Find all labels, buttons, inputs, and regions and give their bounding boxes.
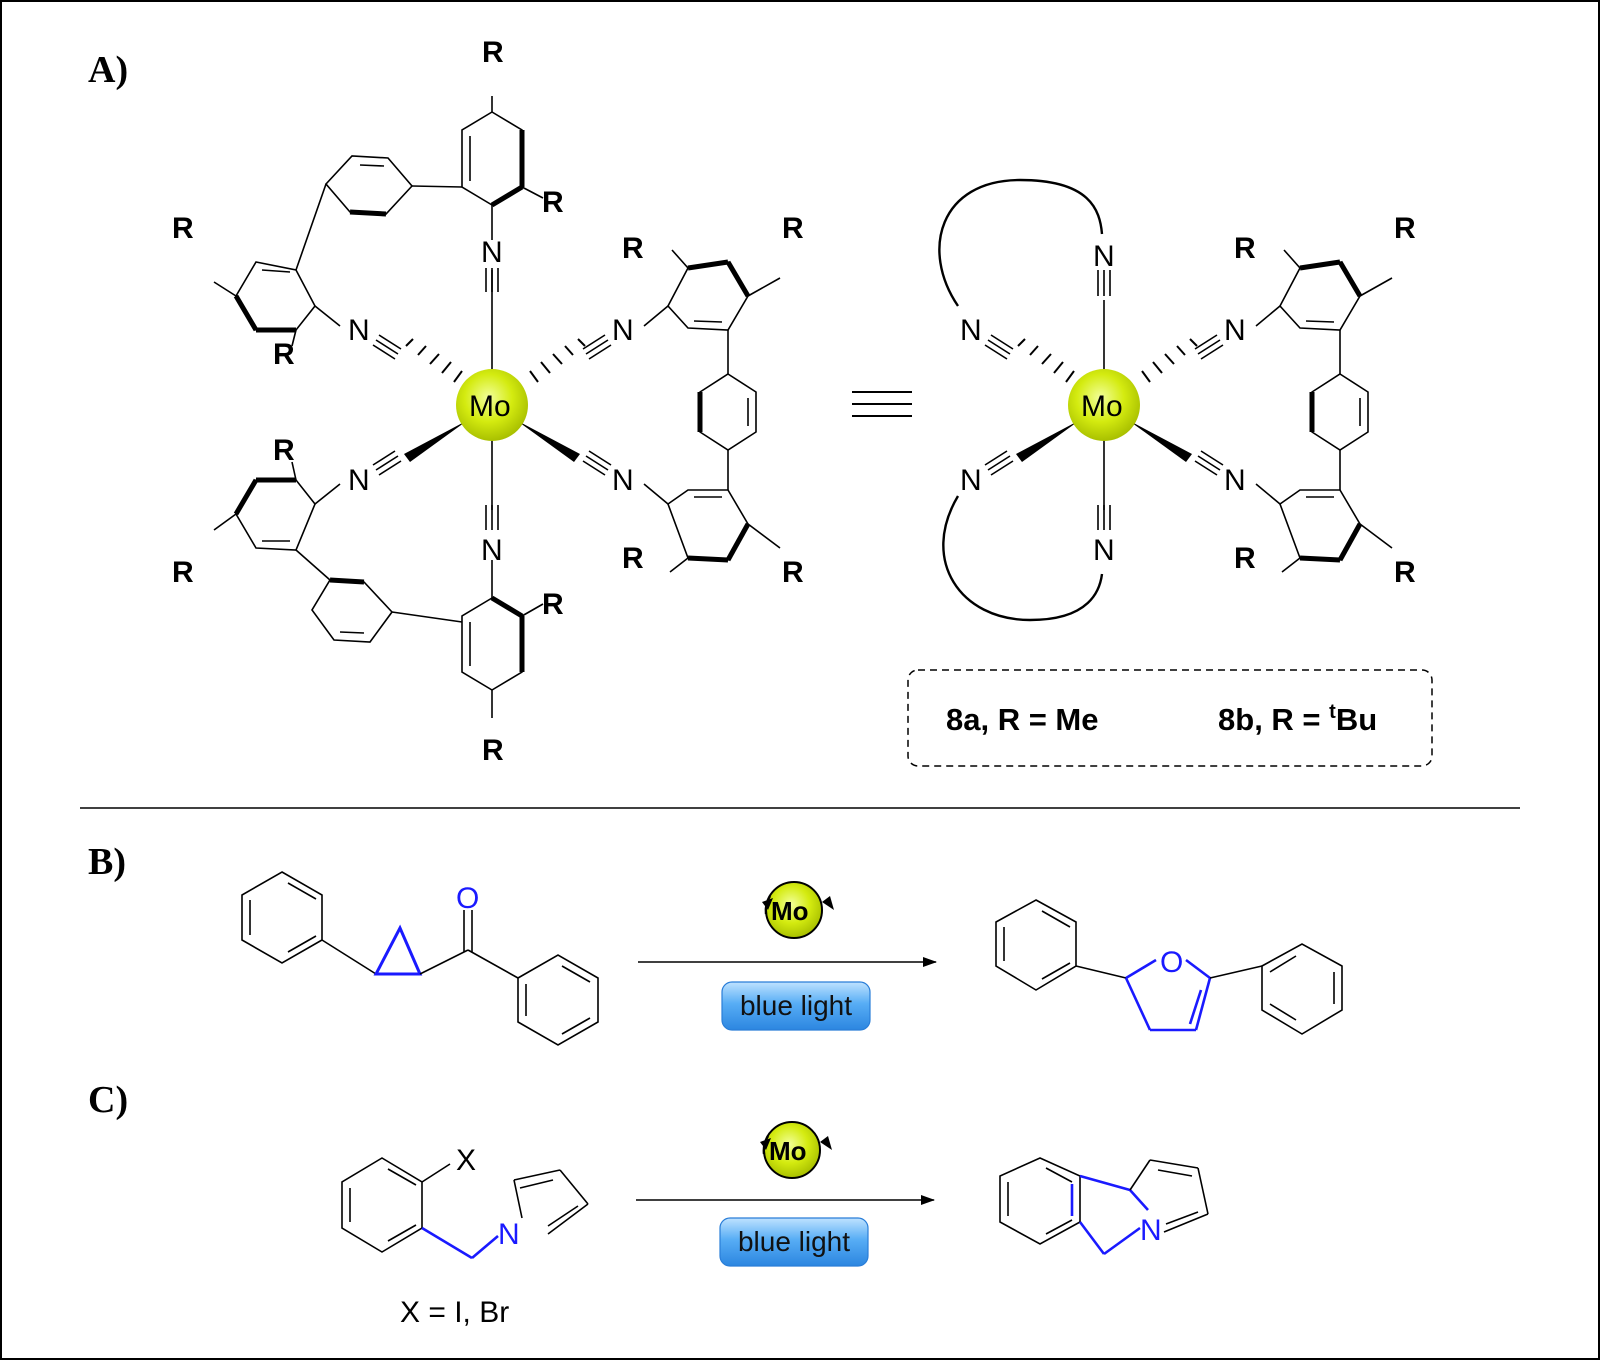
equivalence-sign (852, 391, 912, 417)
r-label: R (172, 212, 194, 245)
r-label: R (273, 338, 295, 371)
condition-badge-c (719, 1217, 869, 1267)
product-b (995, 899, 1343, 1035)
nitrogen-c-product: N (1140, 1214, 1162, 1247)
panel-b-label: B) (88, 841, 126, 883)
metal-label-right: Mo (1081, 390, 1123, 423)
reactant-c (341, 1157, 589, 1260)
nitrogen-c-reactant: N (498, 1218, 520, 1251)
r-label: R (782, 556, 804, 589)
substituent-x: X (456, 1144, 476, 1177)
panel-a-right-complex (938, 178, 1393, 622)
panel-a-left-complex (213, 96, 781, 718)
r-label: R (1394, 212, 1416, 245)
condition-badge-b (721, 981, 871, 1031)
panel-a-label: A) (88, 49, 128, 91)
metal-label-left: Mo (469, 390, 511, 423)
n-top: N (481, 236, 503, 269)
n-top-right: N (1093, 240, 1115, 273)
metal-center-left (456, 369, 528, 441)
r-label: R (622, 232, 644, 265)
r-label: R (1234, 232, 1256, 265)
legend-item-8a: 8a, R = Me (946, 702, 1099, 737)
product-c (999, 1157, 1209, 1256)
legend-box (907, 669, 1433, 767)
r-label: R (482, 36, 504, 69)
condition-label-c: blue light (738, 1226, 850, 1257)
n-upper-right: N (612, 314, 634, 347)
metal-center-right (1068, 369, 1140, 441)
r-label: R (542, 186, 564, 219)
r-label: R (482, 734, 504, 767)
r-label: R (542, 588, 564, 621)
oxygen-b-reactant: O (456, 882, 479, 915)
r-label: R (273, 434, 295, 467)
r-label: R (782, 212, 804, 245)
legend-item-8b: 8b, R = tBu (1218, 701, 1377, 737)
oxygen-b-product: O (1160, 946, 1183, 979)
r-label: R (1234, 542, 1256, 575)
n-bottom-right: N (1093, 534, 1115, 567)
catalyst-label-c: Mo (769, 1136, 807, 1166)
r-label: R (172, 556, 194, 589)
n-upper-left: N (348, 314, 370, 347)
r-label: R (1394, 556, 1416, 589)
catalyst-label-b: Mo (771, 896, 809, 926)
panel-c-label: C) (88, 1079, 128, 1121)
r-label: R (622, 542, 644, 575)
reactant-b (241, 871, 599, 1046)
halogen-note: X = I, Br (400, 1296, 509, 1329)
n-lower-right: N (612, 464, 634, 497)
n-bottom: N (481, 534, 503, 567)
n-lower-left: N (348, 464, 370, 497)
n-lower-right-right: N (1224, 464, 1246, 497)
condition-label-b: blue light (740, 990, 852, 1021)
n-lower-left-right: N (960, 464, 982, 497)
n-upper-right-right: N (1224, 314, 1246, 347)
n-upper-left-right: N (960, 314, 982, 347)
